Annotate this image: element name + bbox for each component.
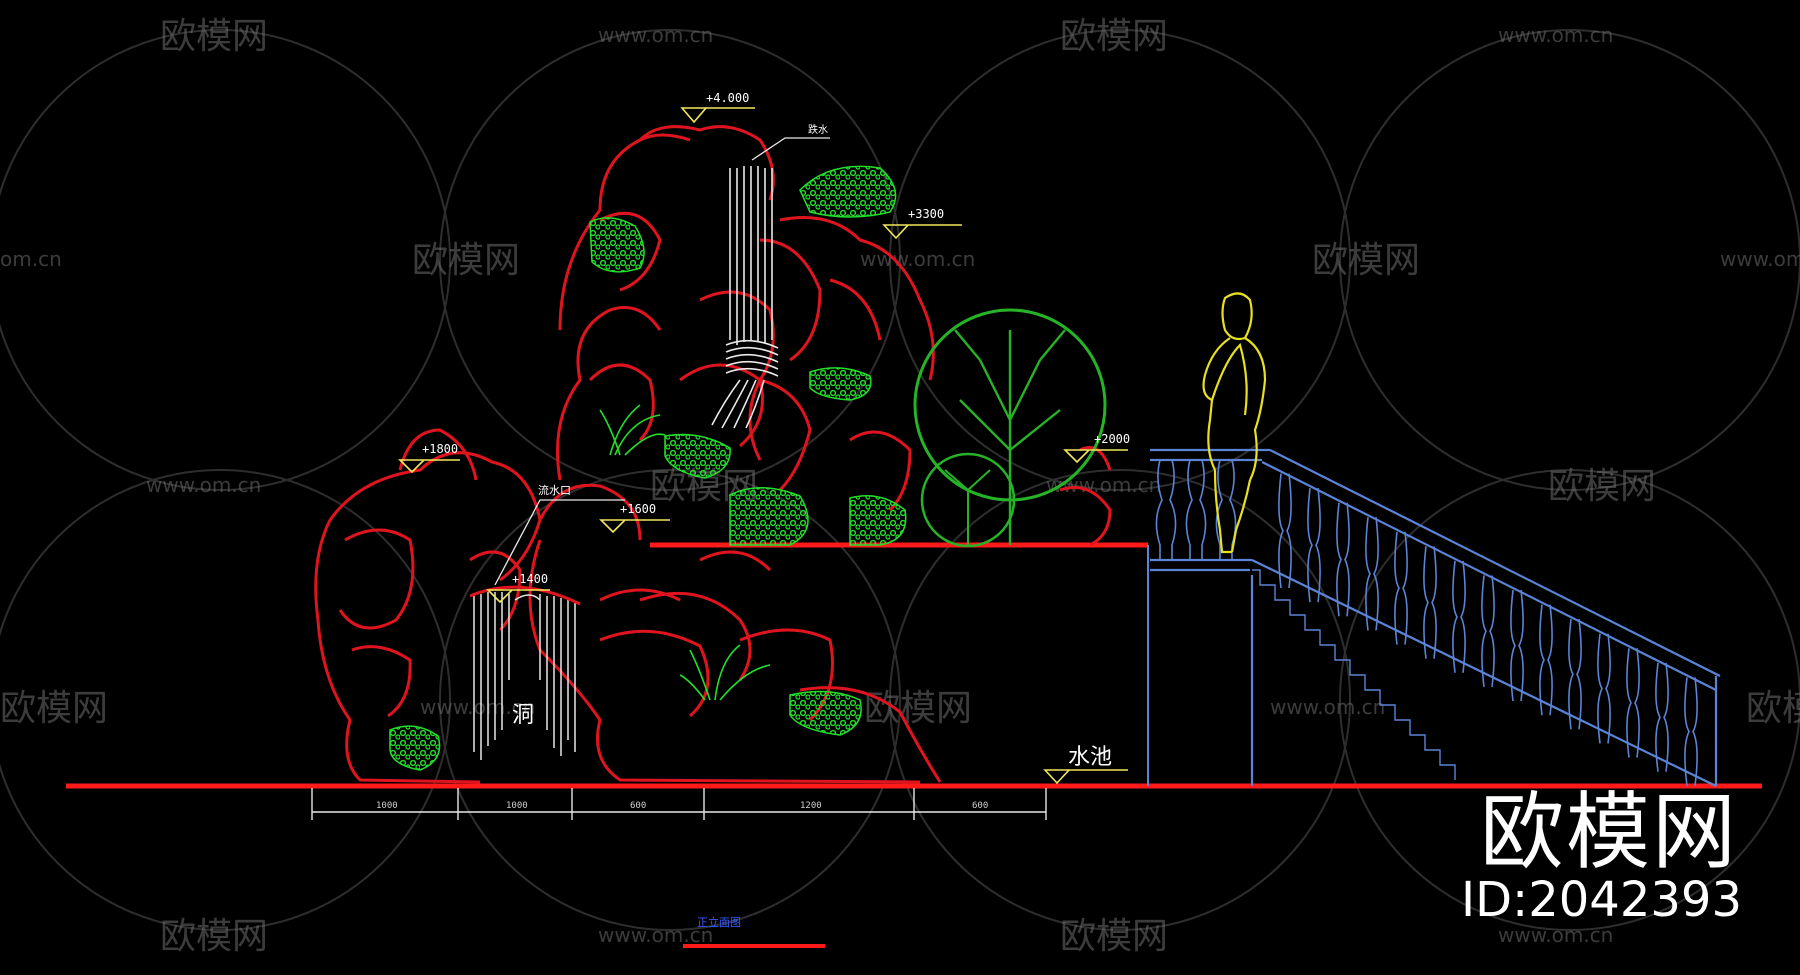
baluster (1655, 662, 1669, 772)
elevation-left-rock: +1800 (422, 442, 458, 456)
wm-url: www.om.cn (420, 695, 535, 719)
dimension-4: 1200 (800, 801, 822, 811)
cave-waterfall (473, 592, 576, 760)
dimension-line (311, 788, 1047, 820)
baluster (1307, 488, 1321, 603)
baluster (1481, 575, 1495, 688)
wm-url: om.cn (0, 247, 62, 271)
wm-url: www.om.cn (598, 23, 713, 47)
stair-balusters (1278, 473, 1698, 786)
label-cave: 洞 (512, 703, 534, 728)
baluster (1597, 633, 1611, 744)
baluster (1336, 502, 1350, 617)
wm-brand: 欧模网 (1060, 916, 1168, 957)
baluster (1510, 589, 1524, 702)
elevation-mid-platform: +1600 (620, 502, 656, 516)
wm-brand: 欧模网 (0, 688, 108, 729)
wm-url: www.om.cn (1498, 23, 1613, 47)
wm-url: www.om.cn (1046, 473, 1161, 497)
person-figure (1202, 292, 1267, 554)
cave-arch (469, 585, 581, 606)
baluster (1365, 517, 1379, 631)
elevation-cave-top: +1400 (512, 572, 548, 586)
baluster (1452, 560, 1466, 673)
drawing-title: 正立面图 (697, 915, 741, 929)
dimension-1: 1000 (376, 801, 398, 811)
note-waterfall: 跌水 (808, 123, 828, 136)
plants (389, 165, 907, 771)
top-waterfall (711, 166, 779, 429)
wm-brand: 欧模网 (412, 240, 520, 281)
label-pool: 水池 (1068, 745, 1112, 770)
elevation-upper-right: +3300 (908, 207, 944, 221)
baluster (1423, 546, 1437, 659)
watermarks: 欧模网 www.om.cn 欧模网 www.om.cn om.cn 欧模网 ww… (0, 16, 1800, 957)
elevation-markers (398, 107, 1128, 785)
wm-brand: 欧模网 (1060, 16, 1168, 57)
brand-logo-text: 欧模网 (1479, 783, 1738, 881)
wm-url: www.om.cn (1498, 923, 1613, 947)
elevation-top: +4.000 (706, 91, 749, 105)
baluster (1394, 531, 1408, 645)
tree (913, 308, 1107, 548)
watermark-circles (0, 29, 1800, 931)
wm-brand: 欧模网 (1746, 688, 1800, 729)
leader-lines (494, 137, 830, 586)
wm-url: www.om.cn (146, 473, 261, 497)
baluster (1684, 677, 1698, 786)
wm-url: www.om.cn (598, 923, 713, 947)
wm-brand: 欧模网 (1312, 240, 1420, 281)
wm-url: www.om.cn (1720, 247, 1800, 271)
model-id: ID:2042393 (1460, 872, 1742, 928)
baluster (1568, 619, 1582, 730)
wm-url: www.om.cn (860, 247, 975, 271)
wm-brand: 欧模网 (864, 688, 972, 729)
baluster (1539, 604, 1553, 716)
dimension-5: 600 (972, 801, 988, 811)
wm-url: www.om.cn (1270, 695, 1385, 719)
wm-brand: 欧模网 (1548, 466, 1656, 507)
baluster (1278, 473, 1292, 589)
note-cascade: 流水口 (538, 483, 571, 497)
elevation-tree-right: +2000 (1094, 432, 1130, 446)
wm-brand: 欧模网 (160, 16, 268, 57)
dimension-2: 1000 (506, 801, 528, 811)
baluster (1626, 648, 1640, 758)
wm-brand: 欧模网 (160, 916, 268, 957)
dimension-3: 600 (630, 801, 646, 811)
